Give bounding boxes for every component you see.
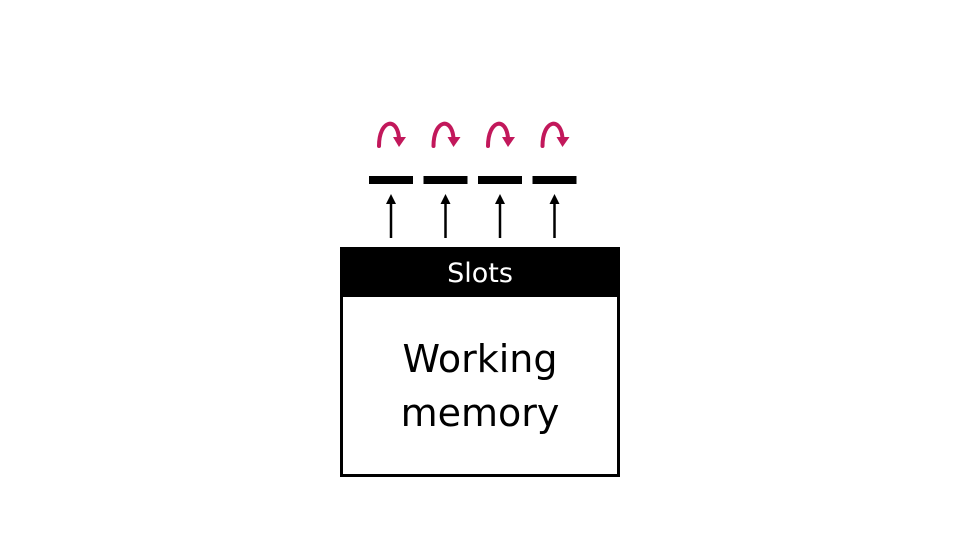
slots-label: Slots <box>447 258 513 289</box>
slot-bar <box>478 176 522 184</box>
working-memory-label-line-1: Working <box>402 336 558 381</box>
working-memory-box: Slots Working memory <box>340 247 620 477</box>
loop-arrowhead-icon <box>447 137 461 147</box>
loop-arrowhead-icon <box>556 137 570 147</box>
slot-group <box>369 121 577 238</box>
slot-bar <box>532 176 577 184</box>
loop-arrow-icon <box>540 121 565 148</box>
loop-arrowhead-icon <box>502 137 515 147</box>
loop-arrow-icon <box>431 121 456 148</box>
slot-bar <box>423 176 468 184</box>
working-memory-label: Working memory <box>343 297 617 474</box>
loop-arrowhead-icon <box>393 137 406 147</box>
loop-arrow-icon <box>486 121 510 148</box>
working-memory-label-line-2: memory <box>400 390 560 435</box>
loop-arrow-icon <box>377 121 401 148</box>
slots-header: Slots <box>343 250 617 297</box>
slot-bar <box>369 176 413 184</box>
